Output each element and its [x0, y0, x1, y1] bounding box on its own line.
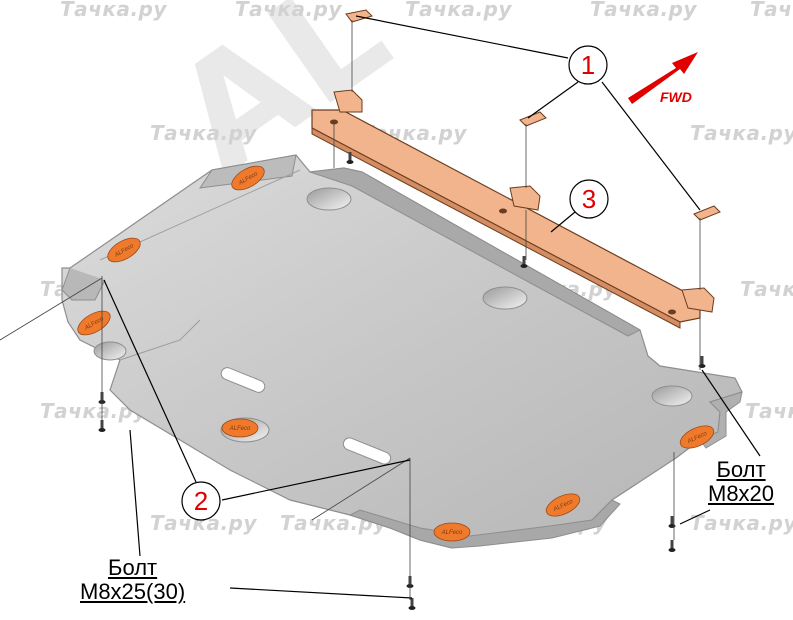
- plate-pocket: [651, 385, 693, 407]
- watermark-text: Тачка.ру: [690, 511, 793, 535]
- pad-logo: ALFeco: [229, 426, 251, 432]
- bolt-label-left: Болт M8x25(30): [80, 556, 185, 604]
- bolt: [668, 540, 676, 552]
- mounting-plate: [693, 205, 721, 221]
- callout-2: 2: [181, 481, 221, 521]
- plate-pocket: [306, 187, 352, 211]
- bolt: [668, 516, 676, 528]
- callout-2-number: 2: [194, 486, 208, 516]
- watermark-text: Тачка.ру: [740, 277, 793, 301]
- callout-3-number: 3: [582, 184, 596, 214]
- direction-label: FWD: [660, 89, 692, 105]
- plate-pocket: [93, 341, 127, 361]
- bolt-label-right-line2: M8x20: [708, 481, 775, 506]
- bolt-label-right-line1: Болт: [716, 457, 766, 482]
- assembly-lines: [0, 122, 701, 600]
- skid-plate: [61, 154, 743, 549]
- watermark-text: Тачка.ру: [405, 0, 512, 21]
- pad-logo: ALFeco: [441, 530, 463, 536]
- bolt-label-right: Болт M8x20: [708, 458, 774, 506]
- bolt-label-left-line1: Болт: [108, 555, 158, 580]
- watermark-text: Тачка.ру: [750, 0, 793, 21]
- crossmember-bracket: [311, 89, 715, 329]
- callout-1: 1: [568, 45, 608, 85]
- forward-arrow: FWD: [628, 52, 698, 105]
- watermark-text: Тачка.ру: [235, 0, 342, 21]
- bolt: [98, 420, 106, 432]
- watermark-text: Тачка.ру: [60, 0, 167, 21]
- bolt-label-left-line2: M8x25(30): [80, 579, 186, 604]
- bolt: [520, 256, 528, 268]
- rubber-pad: ALFeco: [231, 165, 265, 191]
- callout-leaders: [103, 15, 761, 599]
- plate-slot: [342, 437, 392, 465]
- bolt: [408, 598, 416, 610]
- callout-1-number: 1: [581, 50, 595, 80]
- rubber-pad: ALFeco: [545, 493, 581, 517]
- arrow-icon: [628, 52, 698, 104]
- watermark-text: Тачка.ру: [745, 399, 793, 423]
- rubber-pad: ALFeco: [107, 237, 141, 263]
- watermark-text: Тачка.ру: [150, 121, 257, 145]
- rubber-pad: ALFeco: [221, 418, 259, 438]
- callout-3: 3: [569, 179, 609, 219]
- rubber-pad: ALFeco: [679, 425, 715, 449]
- rubber-pad: ALFeco: [433, 522, 471, 542]
- bolt: [698, 356, 706, 368]
- rubber-pads: ALFecoALFecoALFecoALFecoALFecoALFecoALFe…: [77, 165, 715, 542]
- watermark-text: Тачка.ру: [590, 0, 697, 21]
- plate-slot: [220, 367, 266, 393]
- watermark-text: Тачка.ру: [690, 121, 793, 145]
- plate-pocket: [482, 286, 528, 310]
- bolt: [346, 152, 354, 164]
